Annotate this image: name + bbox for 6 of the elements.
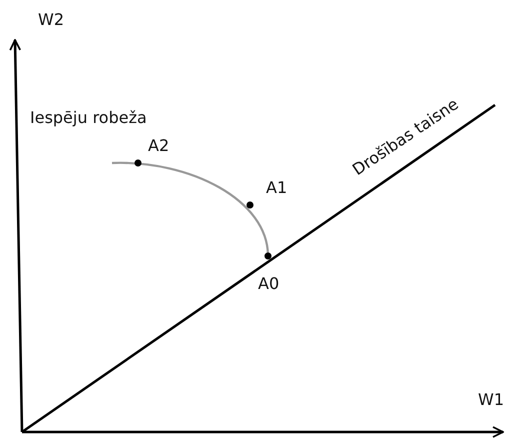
axis-label: W2: [38, 12, 64, 28]
axis-label: W1: [478, 392, 504, 408]
point-label: A2: [148, 138, 170, 154]
point-label: A1: [266, 180, 288, 196]
curve-label: Iespēju robeža: [30, 110, 147, 126]
point-label: A0: [258, 276, 280, 292]
